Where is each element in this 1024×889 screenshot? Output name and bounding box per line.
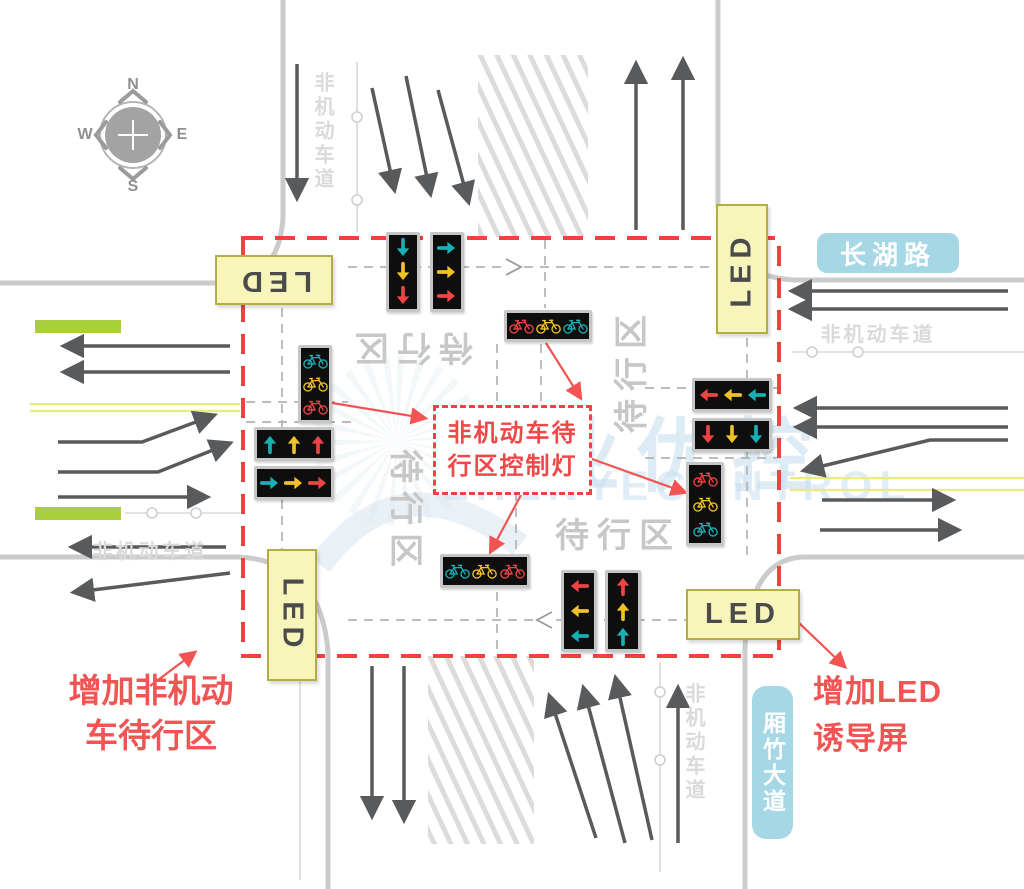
- yield-chevron: [505, 258, 553, 629]
- arrow-down-icon: [392, 285, 414, 307]
- arrow-left-icon: [568, 600, 590, 622]
- arrow-down-icon: [392, 261, 414, 283]
- bicycle-icon: [692, 495, 719, 513]
- led-screen-south-label: LED: [276, 577, 309, 653]
- arrow-right-icon: [283, 472, 305, 494]
- arrow-up-icon: [307, 433, 329, 455]
- signal-head-south-bike: [440, 554, 530, 588]
- control-light-callout: 非机动车待 行区控制灯: [433, 405, 592, 495]
- arrow-up-icon: [283, 433, 305, 455]
- bicycle-icon: [499, 562, 526, 580]
- control-light-callout-line1: 非机动车待: [447, 420, 578, 447]
- lane-label-west: 非机动车道: [92, 541, 208, 563]
- arrow-right-icon: [436, 237, 458, 259]
- signal-head-west-bike: [298, 345, 332, 423]
- arrow-right-icon: [436, 261, 458, 283]
- signal-head-south-straight: [605, 570, 641, 652]
- traffic-flow-arrows: [58, 55, 1008, 844]
- annotation-arrows: [149, 342, 848, 687]
- arrow-right-icon: [436, 285, 458, 307]
- yellow-center-lines: [30, 402, 1024, 492]
- annotation-add-waiting-area-line1: 增加非机动: [68, 672, 234, 709]
- arrow-right-icon: [259, 472, 281, 494]
- signal-head-east-left: [692, 378, 772, 412]
- annotation-add-led-screen-line1: 增加LED: [813, 674, 942, 709]
- bicycle-icon: [471, 562, 498, 580]
- arrow-up-icon: [259, 433, 281, 455]
- waiting-zone-label-northwest: 待行区: [347, 328, 473, 366]
- bicycle-icon: [692, 470, 719, 488]
- lane-marker-circles: [146, 111, 864, 766]
- led-screen-west: LED: [215, 255, 333, 305]
- signal-head-north-bike: [504, 310, 592, 342]
- waiting-zone-label-southeast: 待行区: [555, 517, 681, 555]
- signal-head-west-straight: [254, 427, 334, 461]
- compass-west-label: W: [77, 126, 93, 143]
- lane-label-east: 非机动车道: [820, 324, 936, 346]
- compass-south-label: S: [127, 178, 139, 195]
- arrow-left-icon: [745, 384, 767, 406]
- crosswalk-hatch-north: [478, 55, 588, 237]
- bicycle-icon: [444, 562, 471, 580]
- signal-head-north-straight: [386, 232, 420, 312]
- signal-head-west-right: [254, 466, 334, 500]
- road-name-badge-changhu-road: 长湖路: [817, 233, 959, 273]
- signal-head-east-down: [692, 418, 772, 452]
- arrow-left-icon: [697, 384, 719, 406]
- led-screen-east-label: LED: [705, 598, 781, 630]
- arrow-up-icon: [612, 600, 634, 622]
- green-lane-strips: [35, 320, 121, 520]
- improvement-zone-outline: [241, 236, 781, 658]
- led-screen-south: LED: [267, 549, 317, 681]
- annotation-add-waiting-area-line2: 车待行区: [85, 717, 217, 754]
- arrow-down-icon: [392, 237, 414, 259]
- arrow-down-icon: [745, 424, 767, 446]
- bicycle-icon: [562, 317, 589, 335]
- lane-label-north: 非机动车道: [311, 72, 333, 192]
- arrow-right-icon: [307, 472, 329, 494]
- control-light-callout-line2: 行区控制灯: [447, 453, 578, 480]
- compass-east-label: E: [176, 126, 188, 143]
- bicycle-icon: [302, 352, 329, 370]
- annotation-add-led-screen-line2: 诱导屏: [813, 721, 909, 756]
- crosswalk-hatch-south: [428, 656, 534, 844]
- arrow-down-icon: [721, 424, 743, 446]
- bicycle-icon: [692, 520, 719, 538]
- bicycle-icon: [508, 317, 535, 335]
- arrow-left-icon: [568, 625, 590, 647]
- arrow-up-icon: [612, 575, 634, 597]
- road-name-badge-xiangzhu-avenue: 厢竹大道: [752, 686, 793, 839]
- bicycle-icon: [302, 398, 329, 416]
- led-screen-north: LED: [716, 204, 768, 334]
- waiting-zone-label-northeast: 待行区: [613, 307, 651, 433]
- annotation-add-waiting-area: 增加非机动 车待行区: [42, 668, 260, 758]
- arrow-down-icon: [697, 424, 719, 446]
- bicycle-icon: [302, 375, 329, 393]
- bicycle-icon: [535, 317, 562, 335]
- annotation-add-led-screen: 增加LED 诱导屏: [813, 668, 993, 762]
- led-screen-west-label: LED: [236, 264, 312, 297]
- lane-label-south: 非机动车道: [682, 683, 704, 803]
- signal-head-north-right: [430, 232, 464, 312]
- signal-head-south-left: [561, 570, 597, 652]
- led-screen-east: LED: [686, 589, 800, 640]
- compass-north-label: N: [127, 76, 139, 93]
- watermark-swoosh: [310, 492, 528, 573]
- led-screen-north-label: LED: [725, 231, 758, 307]
- signal-head-east-bike: [686, 462, 724, 546]
- arrow-up-icon: [612, 625, 634, 647]
- waiting-zone-label-southwest: 待行区: [386, 449, 424, 575]
- arrow-left-icon: [721, 384, 743, 406]
- arrow-left-icon: [568, 575, 590, 597]
- compass-rose: [93, 88, 173, 182]
